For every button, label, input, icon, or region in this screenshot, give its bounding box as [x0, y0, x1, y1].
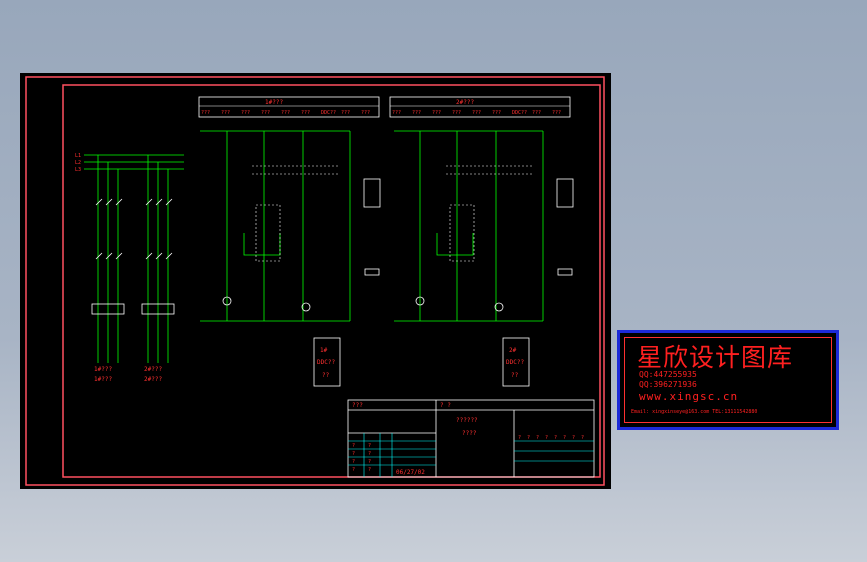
header-cell-2: DDC??: [512, 110, 527, 116]
bus-labels: L1 L2 L3: [75, 153, 81, 173]
header-cell-2: ???: [412, 110, 421, 116]
motor-labels: 1#??? 2#??? 1#??? 2#???: [94, 366, 162, 383]
svg-text:??: ??: [511, 372, 519, 379]
svg-text:2#: 2#: [509, 347, 517, 354]
motor-label-1b: 1#???: [94, 376, 112, 383]
title-right-cell: ?: [581, 435, 584, 441]
section1-title: 1#???: [265, 99, 283, 106]
header-cell-2: ???: [392, 110, 401, 116]
control-header-1: 1#???: [198, 96, 380, 118]
header-cell-1: ???: [201, 110, 210, 116]
title-block-top-mid: ? ?: [440, 402, 451, 409]
header-cell-2: ???: [472, 110, 481, 116]
control-wiring: [200, 130, 544, 322]
title-block: [347, 399, 595, 478]
title-row-cell: ?: [368, 451, 371, 457]
title-right-cell: ?: [527, 435, 530, 441]
header-cell-2: ???: [552, 110, 561, 116]
header-cell-2: ???: [492, 110, 501, 116]
watermark-qq2: QQ:396271936: [639, 380, 697, 389]
header-cell-1: ???: [261, 110, 270, 116]
title-block-rows: ????????: [352, 443, 371, 473]
title-right-cell: ?: [554, 435, 557, 441]
watermark-email: Email: xingxinseye@163.com TEL:131115428…: [631, 409, 758, 415]
bus-label-l1: L1: [75, 153, 81, 159]
title-block-right-row: ????????: [518, 435, 584, 441]
svg-text:??: ??: [322, 372, 330, 379]
header-cell-1: ???: [241, 110, 250, 116]
title-row-cell: ?: [352, 467, 355, 473]
title-row-cell: ?: [352, 459, 355, 465]
section2-title: 2#???: [456, 99, 474, 106]
title-block-top-left: ???: [352, 402, 363, 409]
title-block-date: 06/27/02: [396, 469, 425, 476]
title-right-cell: ?: [518, 435, 521, 441]
title-right-cell: ?: [545, 435, 548, 441]
header-cell-2: ???: [452, 110, 461, 116]
title-row-cell: ?: [352, 443, 355, 449]
indicator-lamps: [222, 296, 504, 312]
header-cell-2: ???: [432, 110, 441, 116]
svg-text:1#: 1#: [320, 347, 328, 354]
motor-label-2: 2#???: [144, 366, 162, 373]
bus-label-l2: L2: [75, 160, 81, 166]
dashed-contacts: [252, 165, 532, 262]
header-cell-1: DDC??: [321, 110, 336, 116]
inner-frame: [62, 84, 601, 478]
title-row-cell: ?: [368, 443, 371, 449]
motor-label-1: 1#???: [94, 366, 112, 373]
cad-drawing-canvas[interactable]: L1 L2 L3 1#??? 2#??? 1#??? 2#??? 1#??? 2…: [20, 73, 611, 489]
control-header-2: 2#???: [389, 96, 571, 118]
header-cell-1: ???: [341, 110, 350, 116]
header-cell-1: ???: [361, 110, 370, 116]
ddc-box-2: 2# DDC?? ??: [502, 337, 530, 387]
header-cell-2: ???: [532, 110, 541, 116]
left-switches: [95, 198, 173, 260]
header-cells: ?????????????????? DDC???????????????????…: [201, 110, 561, 116]
title-block-center-1: ??????: [456, 417, 478, 424]
watermark-qq1: QQ:447255935: [639, 370, 697, 379]
motor-label-2b: 2#???: [144, 376, 162, 383]
watermark-title: 星欣设计图库: [637, 343, 794, 372]
power-bus-left: [84, 154, 184, 363]
header-cell-1: ???: [281, 110, 290, 116]
title-grid: [348, 433, 594, 477]
svg-text:DDC??: DDC??: [317, 359, 335, 366]
watermark-site: www.xingsc.cn: [639, 390, 739, 403]
title-block-center-2: ????: [462, 430, 477, 437]
coils: [363, 178, 574, 276]
thermal-relays: [91, 303, 175, 315]
ddc-box-1: 1# DDC?? ??: [313, 337, 341, 387]
svg-text:DDC??: DDC??: [506, 359, 524, 366]
title-right-cell: ?: [572, 435, 575, 441]
title-row-cell: ?: [368, 467, 371, 473]
electrical-schematic: L1 L2 L3 1#??? 2#??? 1#??? 2#??? 1#??? 2…: [25, 76, 605, 486]
header-cell-1: ???: [301, 110, 310, 116]
bus-label-l3: L3: [75, 167, 81, 173]
title-right-cell: ?: [563, 435, 566, 441]
outer-frame: [25, 76, 605, 486]
title-row-cell: ?: [368, 459, 371, 465]
title-row-cell: ?: [352, 451, 355, 457]
header-cell-1: ???: [221, 110, 230, 116]
watermark-logo: 星欣设计图库 QQ:447255935 QQ:396271936 www.xin…: [617, 330, 839, 430]
title-right-cell: ?: [536, 435, 539, 441]
